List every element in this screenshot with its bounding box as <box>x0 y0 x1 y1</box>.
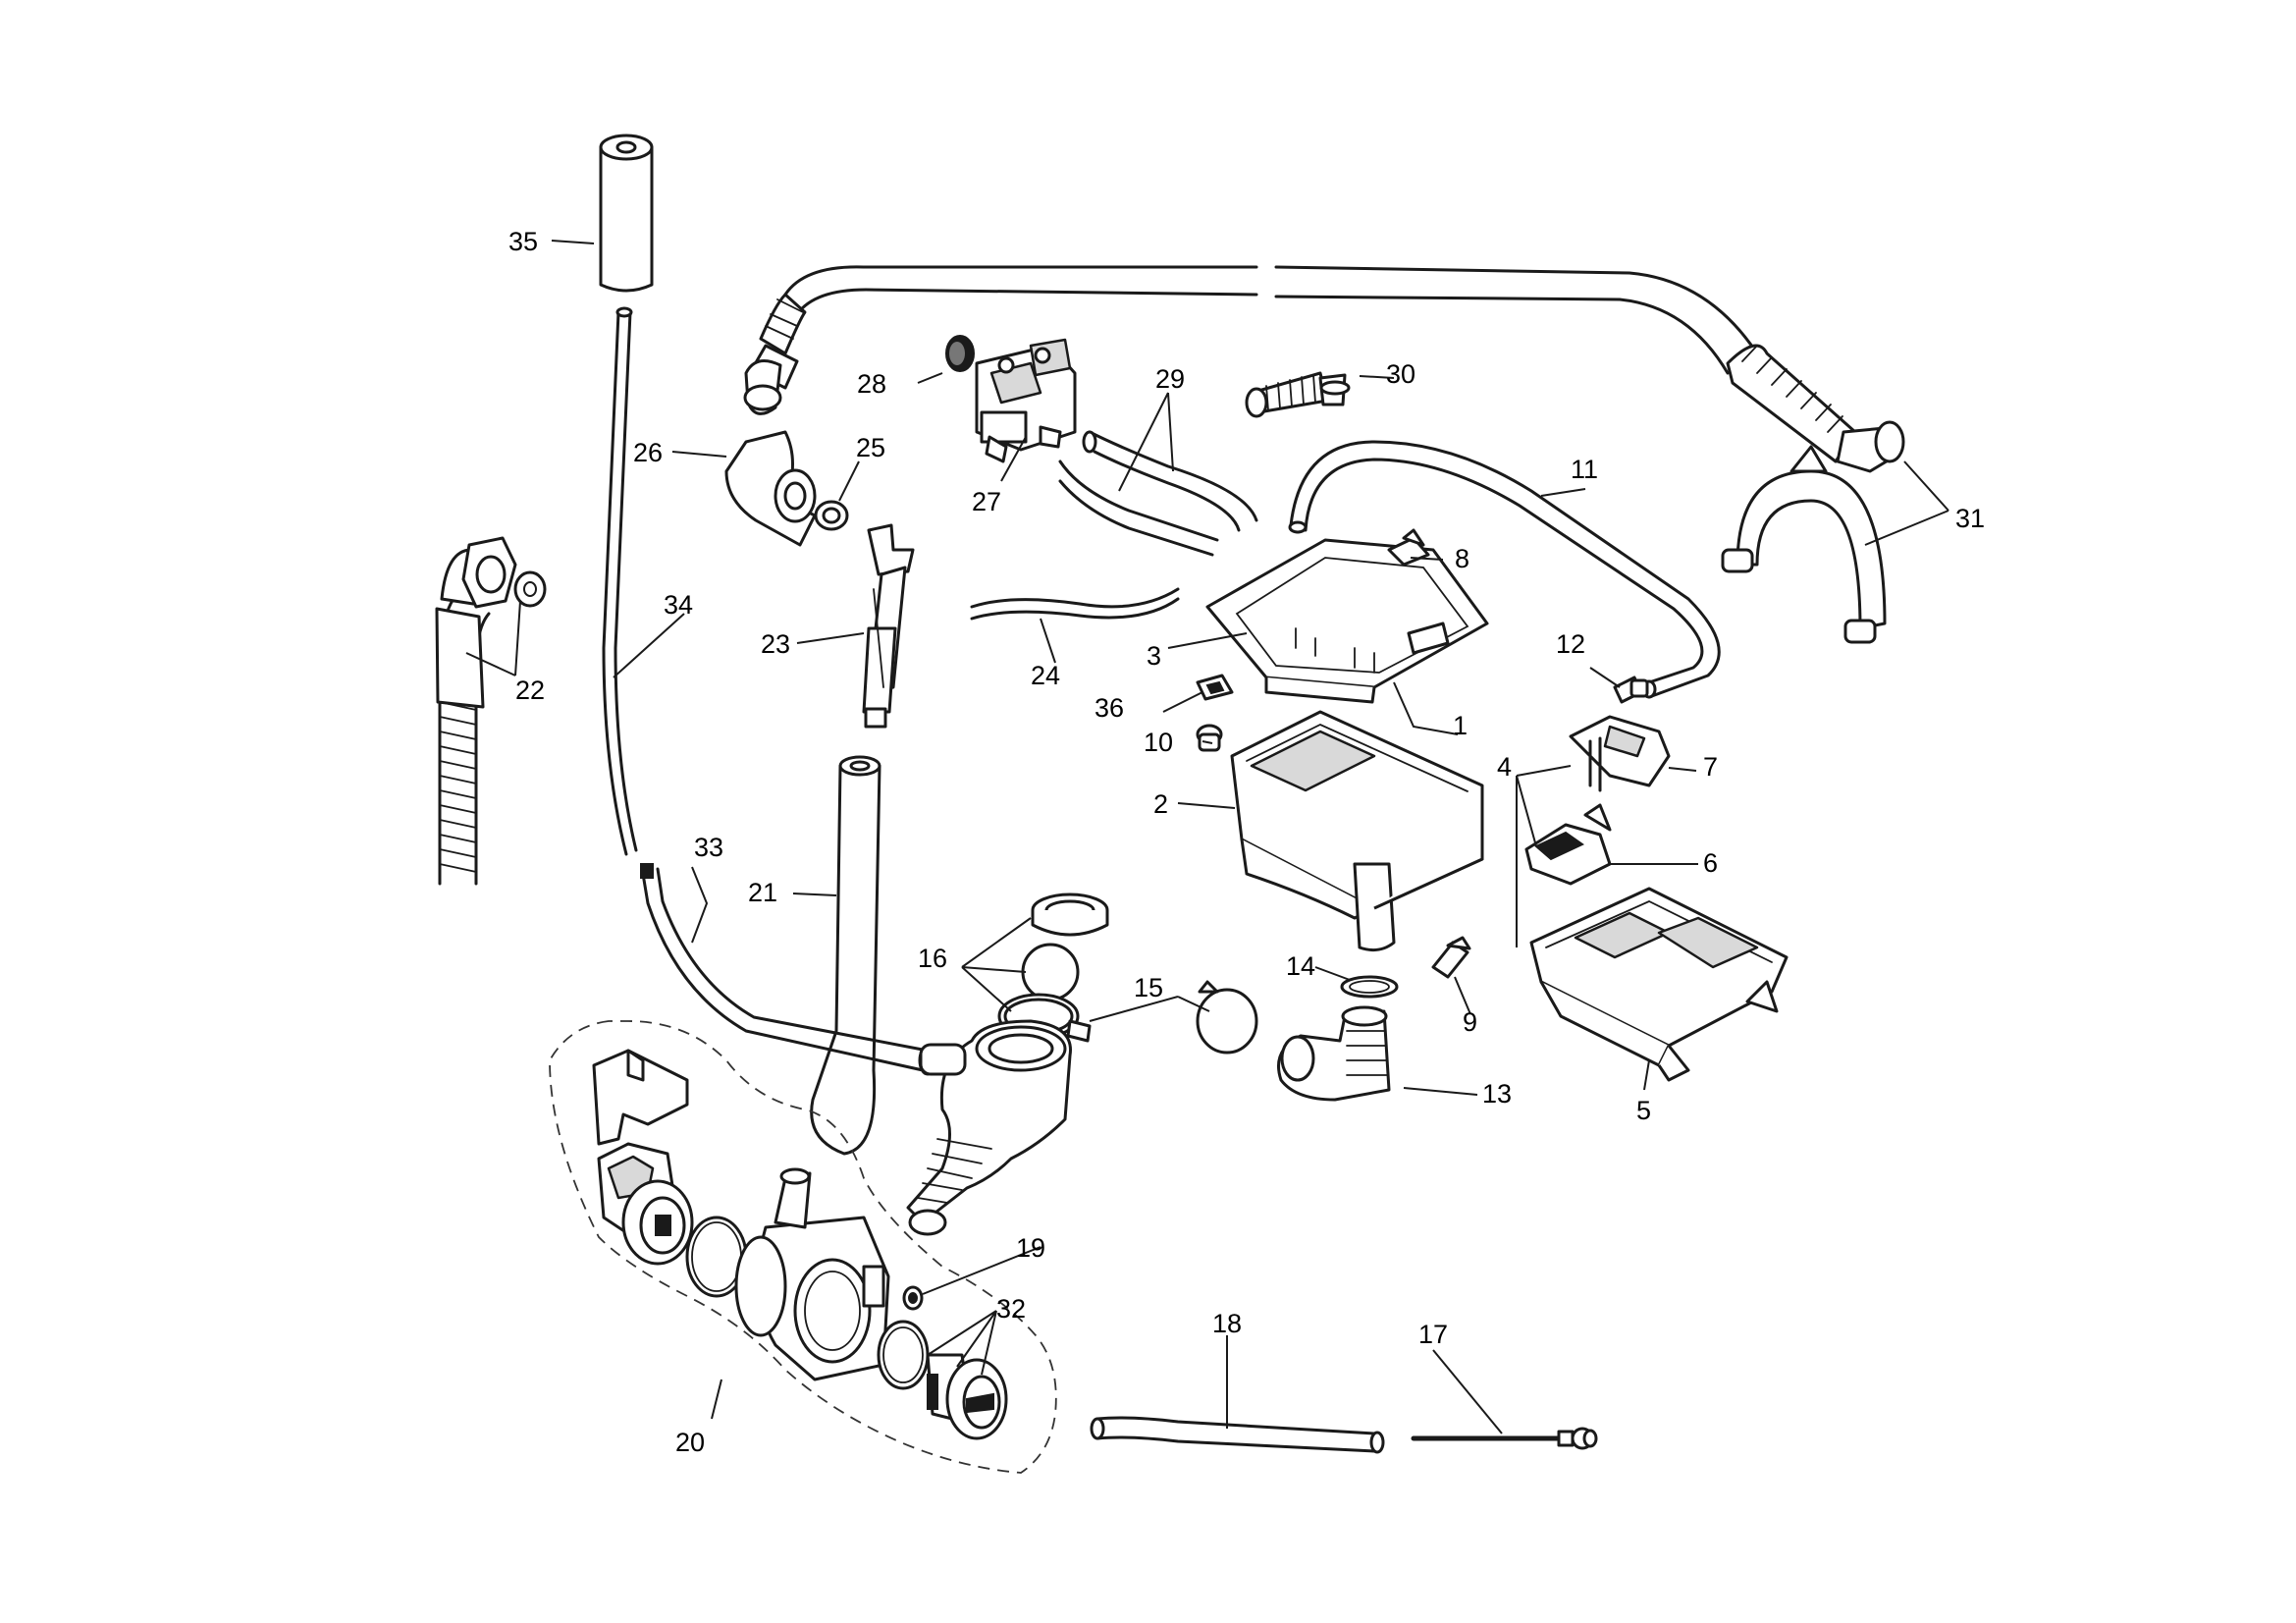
label-11: 11 <box>1571 455 1598 484</box>
part-2-dispenser-body <box>1230 710 1484 952</box>
label-6: 6 <box>1703 848 1718 878</box>
part-26-elbow <box>724 430 817 547</box>
label-34: 34 <box>664 590 693 620</box>
part-9-clip <box>1431 936 1471 979</box>
label-24: 24 <box>1031 661 1060 690</box>
label-28: 28 <box>857 369 886 399</box>
label-7: 7 <box>1703 752 1718 782</box>
label-13: 13 <box>1482 1079 1512 1109</box>
label-8: 8 <box>1455 544 1469 573</box>
part-21-drain-tube <box>810 755 881 1156</box>
label-22: 22 <box>515 676 545 705</box>
part-27-valve <box>975 338 1077 463</box>
part-33-hose <box>640 863 937 1076</box>
part-20-pump-motor <box>597 1142 694 1266</box>
part-28-filter <box>945 335 975 372</box>
label-2: 2 <box>1153 789 1168 819</box>
label-20: 20 <box>675 1428 705 1457</box>
part-16-sump-hose <box>906 1019 1072 1236</box>
part-16-seal <box>1031 893 1109 937</box>
part-32-filter <box>926 1353 1008 1440</box>
part-6-siphon-cap <box>1524 803 1612 886</box>
label-26: 26 <box>633 438 663 467</box>
label-35: 35 <box>508 227 538 256</box>
part-34-hose <box>602 306 638 856</box>
part-24-hose <box>970 587 1180 621</box>
label-27: 27 <box>972 487 1001 516</box>
part-10-plug <box>1196 724 1223 752</box>
part-3-cover <box>1205 538 1489 704</box>
label-36: 36 <box>1095 693 1124 723</box>
part-22-inlet-hose <box>435 536 547 886</box>
label-4: 4 <box>1497 752 1512 782</box>
label-15: 15 <box>1134 973 1163 1002</box>
part-25-ring <box>814 500 849 531</box>
label-21: 21 <box>748 878 777 907</box>
part-5-drawer <box>1529 887 1789 1082</box>
label-32: 32 <box>996 1294 1026 1324</box>
label-12: 12 <box>1556 629 1585 659</box>
part-7-siphon <box>1569 715 1671 792</box>
part-18-hose <box>1090 1416 1385 1454</box>
part-17-wire <box>1411 1427 1598 1450</box>
label-30: 30 <box>1386 359 1415 389</box>
label-19: 19 <box>1016 1233 1045 1263</box>
part-19-screw <box>902 1285 924 1311</box>
label-14: 14 <box>1286 951 1315 981</box>
part-16-ball <box>1021 943 1080 1001</box>
label-5: 5 <box>1636 1096 1651 1125</box>
part-30-small-hose <box>1245 371 1351 418</box>
part-13-bellow <box>1277 1005 1391 1102</box>
label-9: 9 <box>1463 1007 1477 1037</box>
part-29-hoses <box>1058 430 1258 557</box>
part-32-seal <box>877 1320 930 1390</box>
leader-lines <box>465 240 1949 1434</box>
label-17: 17 <box>1418 1320 1448 1349</box>
label-18: 18 <box>1212 1309 1242 1338</box>
part-35-sleeve <box>599 134 654 293</box>
label-10: 10 <box>1144 728 1173 757</box>
part-20-o-ring <box>685 1216 748 1298</box>
part-31-drain-hose <box>743 265 1905 644</box>
label-25: 25 <box>856 433 885 462</box>
part-14-clamp <box>1340 975 1399 999</box>
callout-labels: 35 34 22 26 25 28 27 29 30 11 31 8 3 23 … <box>508 227 1985 1457</box>
label-33: 33 <box>694 833 723 862</box>
label-29: 29 <box>1155 364 1185 394</box>
label-1: 1 <box>1453 711 1468 740</box>
label-23: 23 <box>761 629 790 659</box>
part-20-pump-body <box>734 1167 890 1381</box>
label-16: 16 <box>918 944 947 973</box>
part-20-pump-cover <box>592 1049 689 1146</box>
part-15-clamp <box>1196 980 1258 1055</box>
part-20-outline <box>549 1020 1057 1474</box>
part-12-fitting <box>1613 676 1649 704</box>
part-23-air-trap <box>862 523 915 729</box>
label-31: 31 <box>1955 504 1985 533</box>
part-36-clip <box>1196 674 1234 701</box>
label-3: 3 <box>1147 641 1161 671</box>
